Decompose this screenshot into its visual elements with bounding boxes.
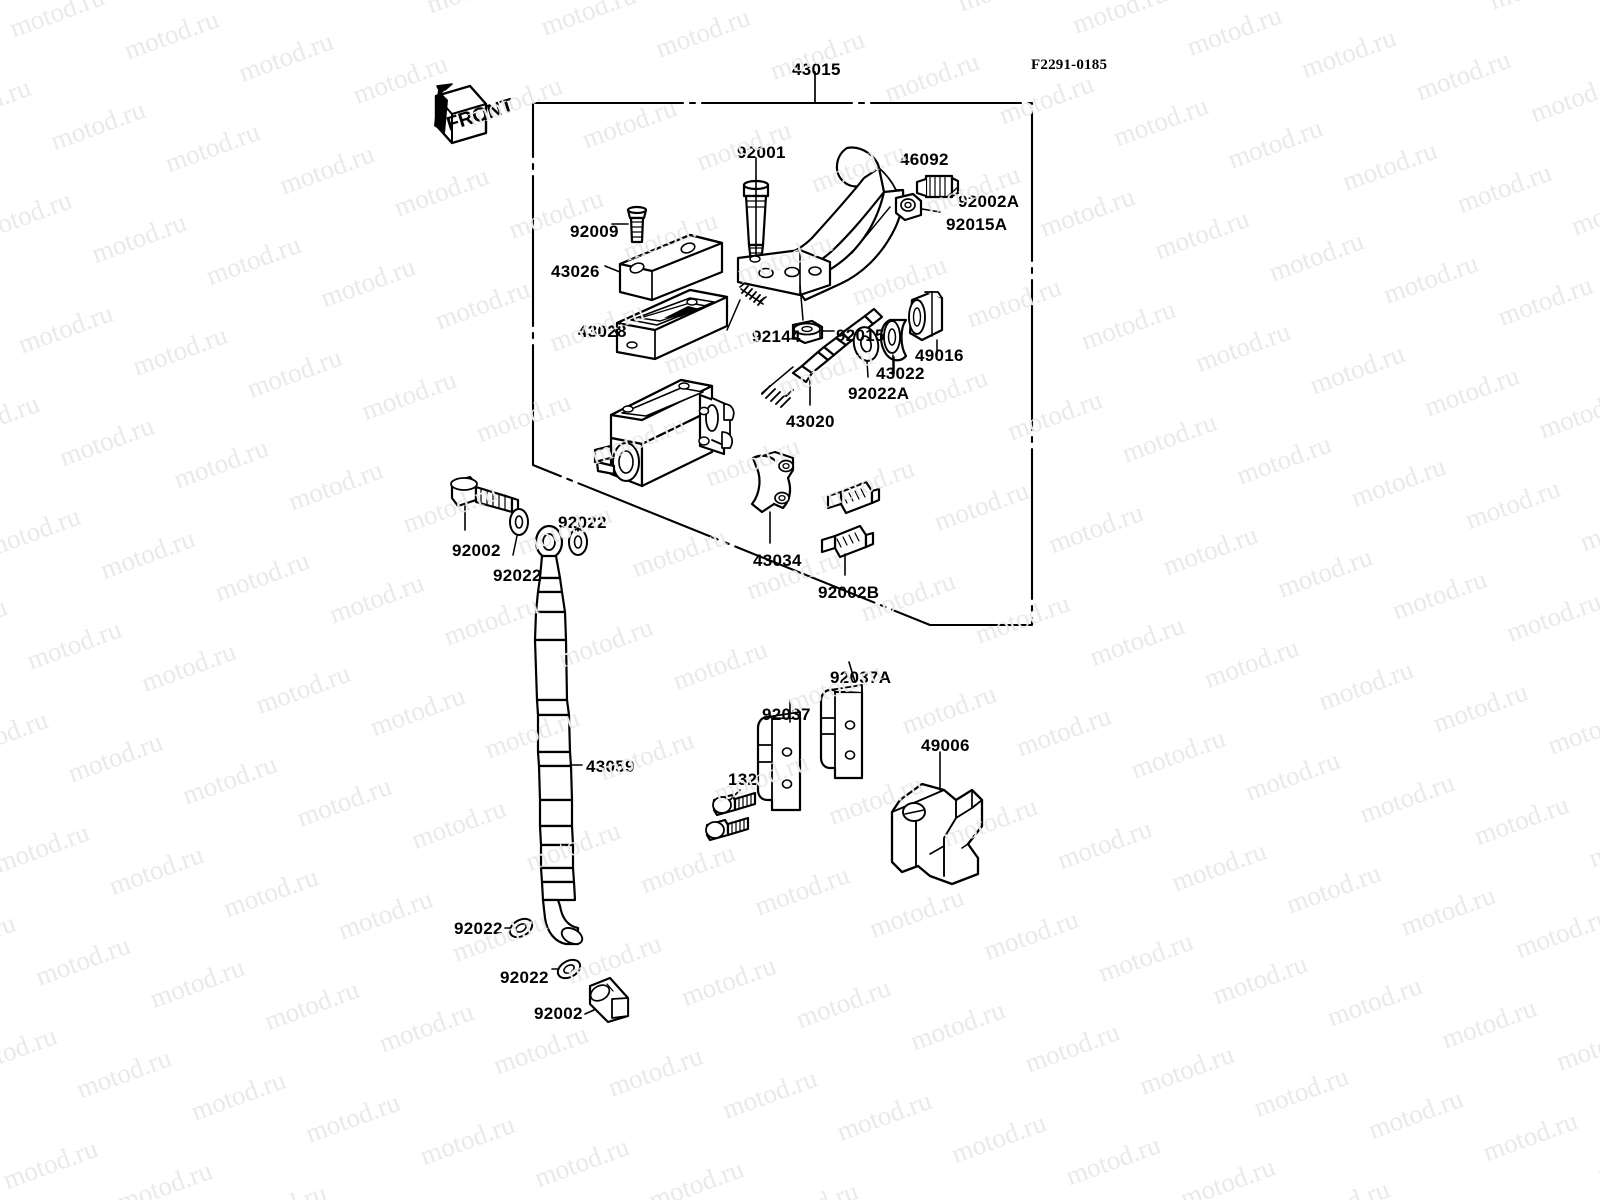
callout-92022-1: 92022 xyxy=(493,566,542,585)
callout-43034: 43034 xyxy=(753,551,802,570)
callout-92022A: 92022A xyxy=(848,384,910,403)
callout-92037A: 92037A xyxy=(830,668,892,687)
callout-43020: 43020 xyxy=(786,412,835,431)
callout-92002B: 92002B xyxy=(818,583,880,602)
callout-92015: 92015 xyxy=(836,326,885,345)
callout-92001: 92001 xyxy=(737,143,786,162)
callout-43028: 43028 xyxy=(578,322,627,341)
callout-92002: 92002 xyxy=(452,541,501,560)
callout-43022: 43022 xyxy=(876,364,925,383)
diagram-code: F2291-0185 xyxy=(1031,57,1108,73)
callout-43015: 43015 xyxy=(792,60,841,79)
callout-92009: 92009 xyxy=(570,222,619,241)
callout-43059: 43059 xyxy=(586,757,635,776)
callout-49006: 49006 xyxy=(921,736,970,755)
callout-132: 132 xyxy=(728,770,758,789)
callout-92022-2: 92022 xyxy=(558,513,607,532)
callout-92022-4: 92022 xyxy=(500,968,549,987)
callout-46092: 46092 xyxy=(900,150,949,169)
callout-92022-3: 92022 xyxy=(454,919,503,938)
callout-92002A: 92002A xyxy=(958,192,1020,211)
callout-49016: 49016 xyxy=(915,346,964,365)
callout-43026: 43026 xyxy=(551,262,600,281)
callout-92037: 92037 xyxy=(762,705,811,724)
callout-92144: 92144 xyxy=(752,327,801,346)
callout-92002-2: 92002 xyxy=(534,1004,583,1023)
callout-92015A: 92015A xyxy=(946,215,1008,234)
